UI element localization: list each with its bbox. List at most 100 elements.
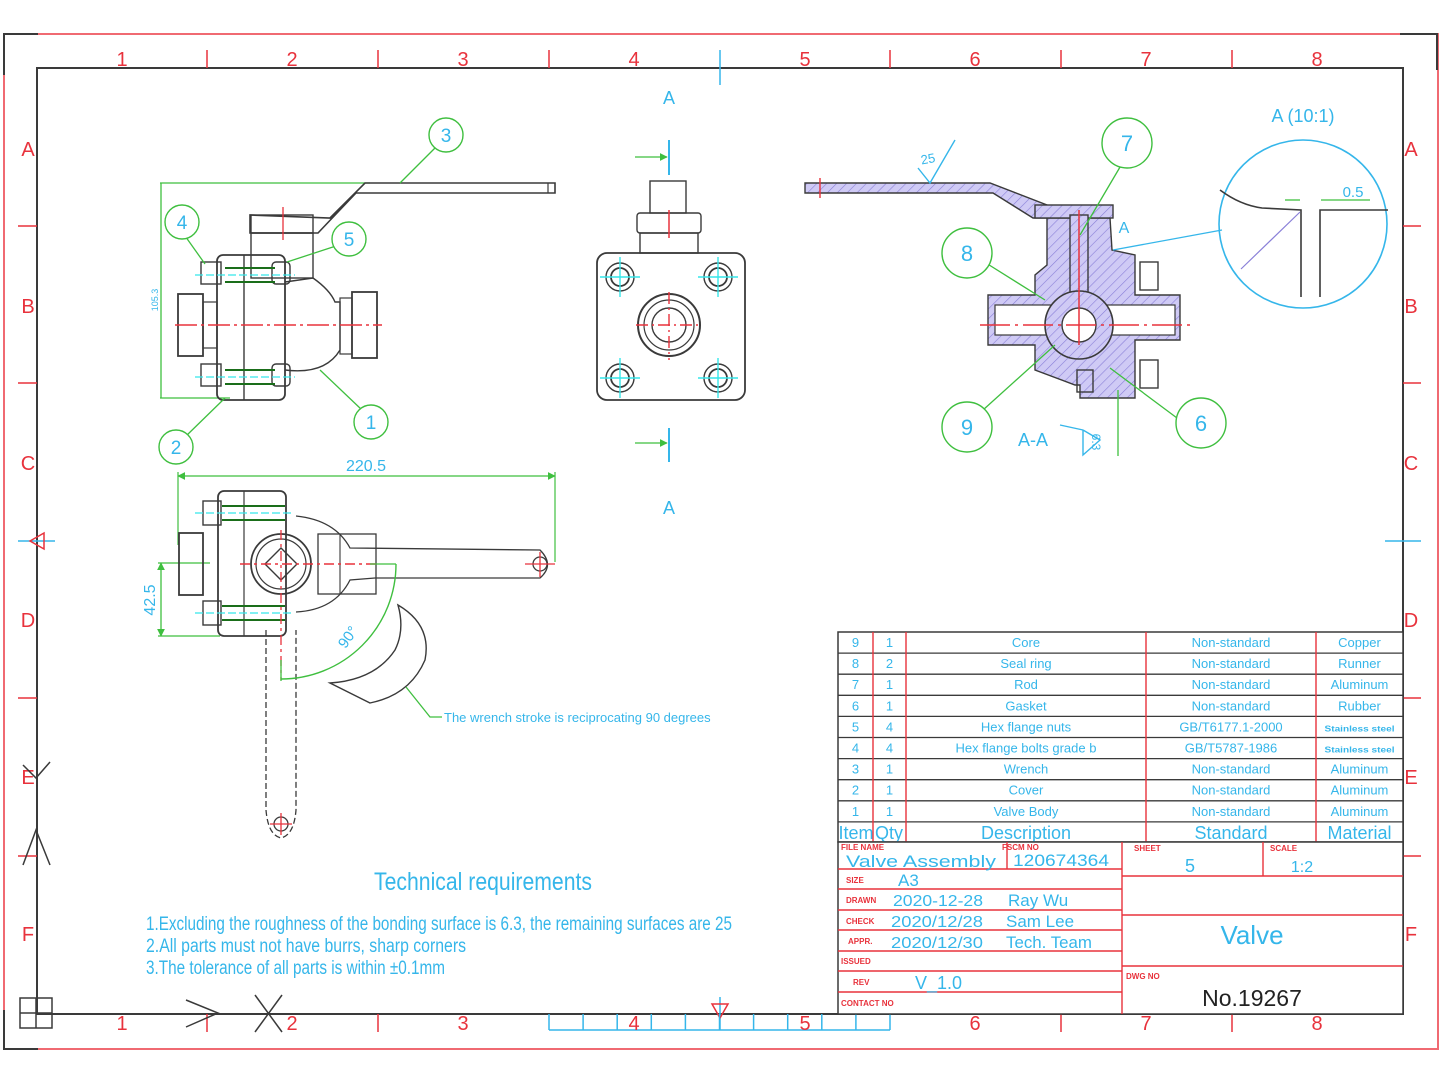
tech-req-item-2: 2.All parts must not have burrs, sharp c…	[146, 936, 466, 957]
sheet-value: 5	[1185, 856, 1195, 876]
bom-header-item: Item	[838, 823, 873, 843]
bom-cell-material: Rubber	[1338, 698, 1381, 713]
roughness-25: 25	[920, 150, 937, 167]
zone-label-bottom-8: 8	[1311, 1013, 1322, 1035]
zone-label-right-B: B	[1404, 296, 1417, 318]
bom-cell-standard: Non-standard	[1192, 656, 1271, 671]
check-by: Sam Lee	[1006, 912, 1074, 931]
zone-label-bottom-2: 2	[286, 1013, 297, 1035]
bom-cell-standard: Non-standard	[1192, 783, 1271, 798]
balloon-label-3: 3	[441, 126, 452, 147]
bom-cell-item: 9	[852, 635, 859, 650]
section-view: 25 6.3 A-A A	[804, 139, 1223, 457]
zone-label-bottom-7: 7	[1140, 1013, 1151, 1035]
bom-cell-standard: Non-standard	[1192, 762, 1271, 777]
bom-header-qty: Qty	[875, 823, 903, 843]
zone-label-right-C: C	[1404, 453, 1418, 475]
zone-label-right-A: A	[1404, 139, 1418, 161]
zone-label-bottom-6: 6	[969, 1013, 980, 1035]
front-view: 105.3	[150, 182, 556, 401]
bom-cell-qty: 1	[886, 783, 893, 798]
detail-view: A (10:1) 0.5	[1218, 106, 1388, 309]
bom-cell-standard: Non-standard	[1192, 804, 1271, 819]
balloon-label-4: 4	[177, 213, 188, 234]
zone-label-left-D: D	[21, 610, 35, 632]
bom-cell-qty: 1	[886, 762, 893, 777]
bom-cell-item: 1	[852, 804, 859, 819]
zone-label-bottom-3: 3	[457, 1013, 468, 1035]
height-dimension: 42.5	[142, 584, 159, 615]
bom-cell-qty: 1	[886, 677, 893, 692]
balloon-label-2: 2	[171, 438, 182, 459]
flange-bolt	[600, 358, 640, 398]
zone-label-top-4: 4	[628, 49, 639, 71]
length-dimension: 220.5	[346, 458, 386, 475]
dwg-label: DWG NO	[1126, 972, 1160, 981]
bom-cell-standard: GB/T6177.1-2000	[1179, 719, 1282, 734]
bom-cell-description: Gasket	[1005, 698, 1047, 713]
balloon-1: 1	[353, 404, 389, 440]
bom-cell-item: 3	[852, 762, 859, 777]
section-title: A-A	[1018, 430, 1048, 450]
zone-label-left-C: C	[21, 453, 35, 475]
bom-cell-description: Core	[1012, 635, 1040, 650]
roughness-6-3: 6.3	[1089, 434, 1103, 451]
bom-cell-item: 7	[852, 677, 859, 692]
bom-cell-material: Stainless steel	[1325, 724, 1395, 733]
drawing-title: Valve	[1220, 920, 1283, 950]
bom-cell-standard: GB/T5787-1986	[1185, 741, 1278, 756]
balloon-2: 2	[158, 429, 194, 465]
drawn-by: Ray Wu	[1008, 891, 1068, 910]
appr-date: 2020/12/30	[891, 935, 983, 952]
zone-label-bottom-1: 1	[116, 1013, 127, 1035]
bom-cell-item: 2	[852, 783, 859, 798]
side-view: A A	[596, 88, 746, 518]
check-label: CHECK	[846, 917, 875, 926]
zone-label-top-3: 3	[457, 49, 468, 71]
section-label-top: A	[663, 88, 675, 108]
balloon-6: 6	[1175, 397, 1227, 449]
zone-label-top-8: 8	[1311, 49, 1322, 71]
bom-cell-qty: 4	[886, 741, 893, 756]
bom-header-description: Description	[981, 823, 1071, 843]
bom-cell-description: Valve Body	[994, 804, 1059, 819]
zone-label-bottom-5: 5	[799, 1013, 810, 1035]
balloon-5: 5	[331, 221, 367, 257]
front-height-dimension: 105.3	[150, 289, 160, 312]
wrench-stroke-note: The wrench stroke is reciprocating 90 de…	[444, 710, 711, 725]
zone-ticks	[18, 50, 1421, 1032]
center-triangle-left	[28, 531, 45, 551]
balloon-4: 4	[164, 204, 200, 240]
scale-label: SCALE	[1270, 844, 1298, 853]
size-label: SIZE	[846, 876, 864, 885]
scale-value: 1:2	[1291, 859, 1313, 876]
zone-label-top-1: 1	[116, 49, 127, 71]
bom-cell-qty: 4	[886, 719, 893, 734]
zone-label-top-7: 7	[1140, 49, 1151, 71]
balloon-8: 8	[941, 227, 993, 279]
bom-cell-standard: Non-standard	[1192, 677, 1271, 692]
center-triangle-bottom	[710, 1003, 730, 1020]
tech-req-item-1: 1.Excluding the roughness of the bonding…	[146, 914, 732, 935]
zone-label-top-5: 5	[799, 49, 810, 71]
bom-cell-item: 6	[852, 698, 859, 713]
rev-value: V_1.0	[915, 973, 962, 994]
bom-cell-material: Runner	[1338, 656, 1381, 671]
projection-symbol	[19, 761, 283, 1033]
appr-by: Tech. Team	[1006, 933, 1092, 952]
tech-req-item-3: 3.The tolerance of all parts is within ±…	[146, 958, 445, 979]
balloon-7: 7	[1101, 117, 1153, 169]
flange-bolt	[698, 257, 738, 297]
